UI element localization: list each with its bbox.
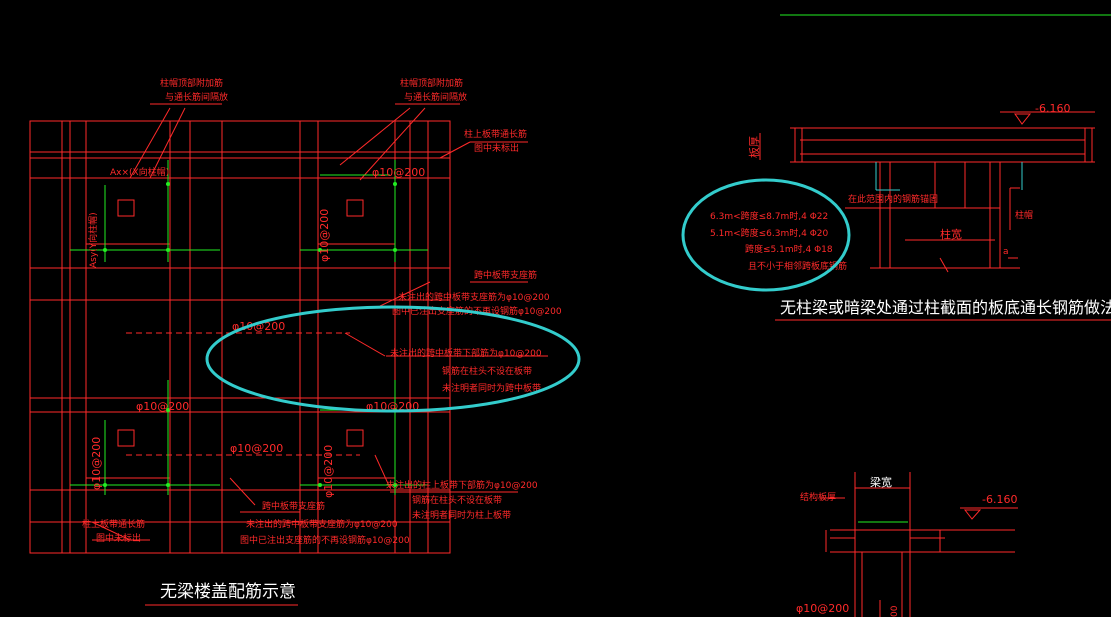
label-asy: Asy(Y向柱帽): [87, 212, 99, 268]
plan-title: 无梁楼盖配筋示意: [160, 582, 296, 602]
span-strip-top-heading: 跨中板带支座筋: [474, 269, 537, 281]
callout-top-left-1: 柱帽顶部附加筋: [160, 77, 223, 89]
callout-col-strip-bottom-2: 图中未标出: [96, 532, 141, 544]
span-strip-bottom-line2: 图中已注出支座筋的不再设钢筋φ10@200: [240, 534, 410, 546]
highlight-ellipse-spec: [681, 178, 851, 292]
rebar-top-right: φ10@200: [372, 166, 425, 179]
span-strip-top-line1: 未注出的跨中板带支座筋为φ10@200: [398, 291, 550, 303]
elevation-top: -6.160: [1035, 102, 1070, 115]
span-strip-br-line2: 钢筋在柱头不设在板带: [412, 494, 502, 506]
label-anchor: 在此范围内的钢筋锚固: [848, 193, 938, 205]
span-strip-bottom-line1: 未注出的跨中板带支座筋为φ10@200: [246, 518, 398, 530]
span-strip-br-line1: 未注出的柱上板带下部筋为φ10@200: [386, 479, 538, 491]
span-strip-mid-line1: 未注出的跨中板带下部筋为φ10@200: [390, 347, 542, 359]
beam-section: [820, 472, 1018, 617]
callout-col-strip-top-2: 图中未标出: [474, 142, 519, 154]
spec-line-3: 跨度≤5.1m时,4 Φ18: [745, 243, 833, 255]
section-title: 无柱梁或暗梁处通过柱截面的板底通长钢筋做法: [780, 298, 1111, 317]
slab-plan: [29, 103, 548, 606]
spec-line-2: 5.1m<跨度≤6.3m时,4 Φ20: [710, 227, 829, 239]
rebar-vert-top-right: φ10@200: [318, 209, 331, 262]
label-a: a: [1003, 247, 1009, 257]
label-structure-slab: 结构板厚: [800, 491, 836, 503]
label-beam-width: 梁宽: [870, 475, 892, 489]
column-section-cyan: [875, 162, 1023, 191]
column-section-labels: -6.160 板厚 在此范围内的钢筋锚固 柱帽 柱宽 a 6.3m<跨度≤8.7…: [710, 102, 1111, 317]
rebar-bottom-vert-left: φ10@200: [90, 437, 103, 490]
spec-line-4: 且不小于相邻跨板底钢筋: [748, 260, 847, 272]
callout-col-strip-bottom-1: 柱上板带通长筋: [82, 518, 145, 530]
label-slab-thickness: 板厚: [747, 136, 761, 158]
callout-top-right-1: 柱帽顶部附加筋: [400, 77, 463, 89]
vert-partial-label: 00: [890, 605, 900, 617]
label-asx: Ax×(X向柱帽): [110, 166, 169, 178]
callout-top-right-2: 与通长筋间隔放: [404, 91, 467, 103]
spec-line-1: 6.3m<跨度≤8.7m时,4 Φ22: [710, 210, 828, 222]
callout-col-strip-top-1: 柱上板带通长筋: [464, 128, 527, 140]
span-strip-mid-line2: 钢筋在柱头不设在板带: [442, 365, 532, 377]
span-strip-br-line3: 未注明者同时为柱上板带: [412, 509, 511, 521]
beam-section-labels: 梁宽 结构板厚 -6.160 φ10@200 00: [796, 475, 1017, 617]
rebar-mid-right-left: φ10@200: [136, 400, 189, 413]
rebar-dots: [103, 182, 397, 487]
highlight-ellipse-plan: [205, 305, 581, 413]
plan-labels: 柱帽顶部附加筋 与通长筋间隔放 柱帽顶部附加筋 与通长筋间隔放 柱上板带通长筋 …: [82, 77, 562, 602]
elevation-bottom: -6.160: [982, 493, 1017, 506]
label-column-cap: 柱帽: [1015, 209, 1033, 221]
callout-top-left-2: 与通长筋间隔放: [165, 91, 228, 103]
column-section: [759, 14, 1111, 321]
span-strip-bottom-heading: 跨中板带支座筋: [262, 500, 325, 512]
rebar-mid-left: φ10@200: [232, 320, 285, 333]
rebar-bottom-section: φ10@200: [796, 602, 849, 615]
rebar-bottom-center: φ10@200: [230, 442, 283, 455]
span-strip-mid-line3: 未注明者同时为跨中板带: [442, 382, 541, 394]
label-column-width: 柱宽: [940, 227, 962, 241]
rebar-bottom-vert-right: φ10@200: [322, 445, 335, 498]
